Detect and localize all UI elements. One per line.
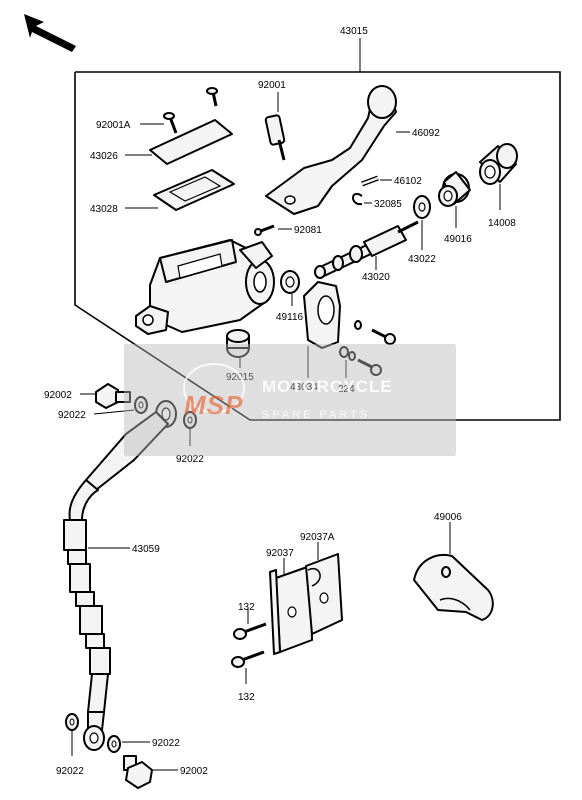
label-43015: 43015 (340, 26, 368, 37)
label-49116: 49116 (276, 312, 304, 323)
label-92022-top-left: 92022 (58, 410, 86, 421)
assembly-frame (74, 71, 561, 421)
holder-bolt-upper (354, 320, 396, 345)
bracket-bolt-top (233, 622, 267, 640)
diaphragm (153, 169, 235, 211)
label-92002-top: 92002 (44, 390, 72, 401)
label-92001A: 92001A (96, 120, 131, 131)
lever-bolt (264, 114, 286, 161)
clutch-lever (265, 85, 397, 215)
label-224: 224 (338, 384, 355, 395)
label-46092: 46092 (412, 128, 440, 139)
master-cylinder-body (135, 239, 275, 335)
label-43059: 43059 (132, 544, 160, 555)
plug-92015 (226, 329, 250, 358)
holder-bolt-lower (339, 346, 382, 376)
watermark-line1: MOTORCYCLE (262, 377, 393, 396)
watermark-line2: SPARE PARTS (262, 409, 370, 421)
lever-clip (352, 193, 363, 206)
label-92081: 92081 (294, 225, 322, 236)
watermark-logo: MSP (184, 390, 243, 420)
cap-screw-2 (206, 87, 218, 107)
bracket-bolt-bottom (231, 650, 265, 668)
label-92037: 92037 (266, 548, 294, 559)
label-14008: 14008 (488, 218, 516, 229)
piston-assembly (314, 220, 419, 279)
mounting-bracket (269, 553, 343, 655)
label-46102: 46102 (394, 176, 422, 187)
direction-arrow-icon (24, 14, 76, 52)
label-43022: 43022 (408, 254, 436, 265)
lever-cover (413, 554, 494, 621)
label-132-bottom: 132 (238, 692, 255, 703)
label-32085: 32085 (374, 199, 402, 210)
small-screw (254, 224, 275, 236)
label-92037A: 92037A (300, 532, 335, 543)
label-92022-top-right: 92022 (176, 454, 204, 465)
watermark: MSP MOTORCYCLE SPARE PARTS (124, 344, 456, 456)
label-132-top: 132 (238, 602, 255, 613)
lever-pin (361, 175, 379, 187)
label-92022-bottom-left: 92022 (56, 766, 84, 777)
label-92002-bottom: 92002 (180, 766, 208, 777)
cup-14008 (479, 143, 518, 185)
label-49006: 49006 (434, 512, 462, 523)
label-43034: 43034 (290, 382, 318, 393)
brake-hose (63, 400, 177, 751)
label-49016: 49016 (444, 234, 472, 245)
reservoir-cap (149, 119, 233, 165)
label-92001: 92001 (258, 80, 286, 91)
clamp-holder (303, 281, 341, 349)
label-92022-bottom-mid: 92022 (152, 738, 180, 749)
label-43026: 43026 (90, 151, 118, 162)
seal-49016 (438, 171, 471, 207)
banjo-bolt-bottom (123, 755, 153, 789)
cap-screw (163, 112, 178, 134)
label-43020: 43020 (362, 272, 390, 283)
banjo-bolt-top (95, 383, 131, 409)
label-43028: 43028 (90, 204, 118, 215)
